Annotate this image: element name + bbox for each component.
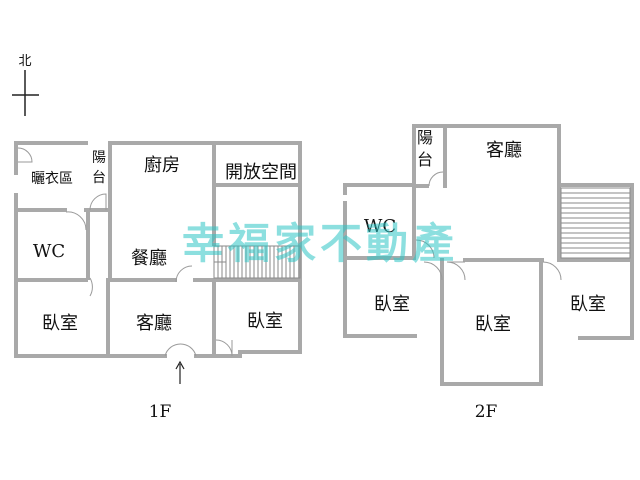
floor1-stairs: [213, 245, 301, 279]
room-label-living-1f: 客廳: [136, 313, 172, 334]
floor2-stairs: [560, 187, 631, 259]
room-label-bedroom-2f-middle: 臥室: [475, 314, 511, 335]
compass-north-icon: 北: [12, 54, 39, 116]
room-label-open-space: 開放空間: [225, 162, 297, 183]
room-label-dining: 餐廳: [131, 248, 167, 269]
room-label-wc-2f: WC: [364, 216, 396, 237]
room-label-balcony-1f-b: 台: [92, 170, 106, 186]
watermark-text: 幸福家不動產: [182, 219, 458, 268]
room-label-bedroom-2f-right: 臥室: [570, 294, 606, 315]
compass-north-label: 北: [18, 54, 31, 69]
room-label-balcony-2f-a: 陽: [417, 128, 433, 147]
room-label-laundry: 曬衣區: [31, 171, 73, 187]
room-label-wc-1f: WC: [33, 241, 65, 262]
floor1-plan: 曬衣區 陽 台 廚房 開放空間 WC 餐廳 臥室 客廳 臥室 1F: [14, 141, 302, 422]
floor2-caption: 2F: [475, 402, 498, 422]
floor1-caption: 1F: [149, 402, 172, 422]
room-label-balcony-2f-b: 台: [417, 150, 433, 169]
room-label-balcony-1f-a: 陽: [92, 150, 106, 166]
floor2-plan: 陽 台 客廳 WC 臥室 臥室 臥室 2F: [343, 124, 634, 422]
room-label-bedroom-2f-left: 臥室: [374, 294, 410, 315]
room-label-bedroom-1f-left: 臥室: [42, 313, 78, 334]
room-label-kitchen: 廚房: [144, 154, 180, 176]
room-label-bedroom-1f-right: 臥室: [247, 311, 283, 332]
room-label-living-2f: 客廳: [486, 140, 522, 161]
entrance-arrow-icon: [175, 360, 185, 384]
